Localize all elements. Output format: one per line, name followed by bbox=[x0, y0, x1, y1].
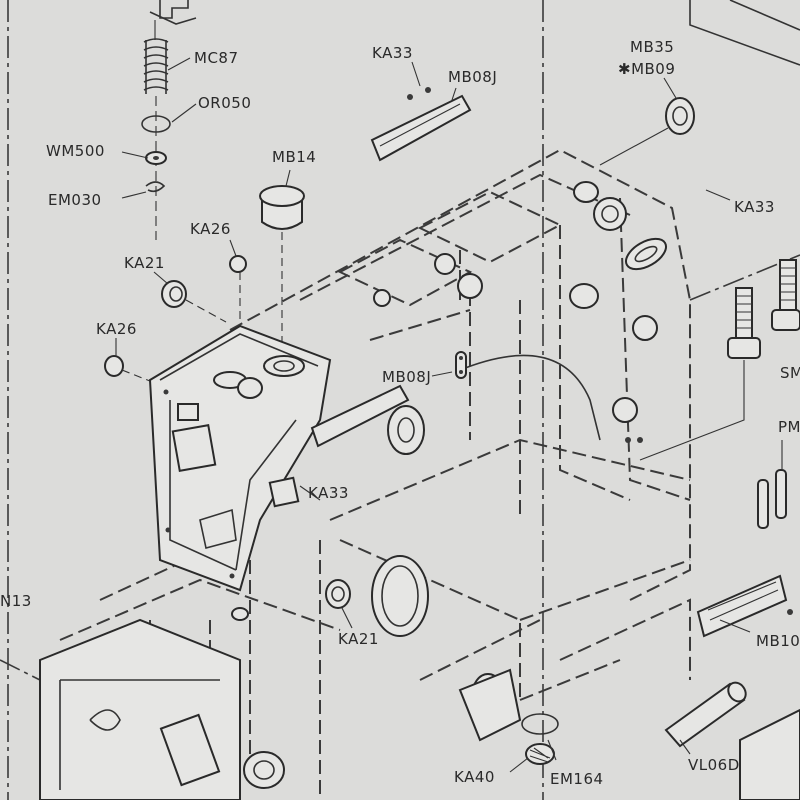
housing-bores bbox=[371, 181, 667, 637]
label-mb08j-top: MB08J bbox=[448, 68, 497, 86]
label-sm: SM bbox=[780, 364, 800, 382]
label-mc87: MC87 bbox=[194, 49, 239, 67]
label-ka33-mid: KA33 bbox=[308, 484, 349, 502]
label-mb08j-mid: MB08J bbox=[382, 368, 431, 386]
label-em030: EM030 bbox=[48, 191, 102, 209]
label-mb14: MB14 bbox=[272, 148, 316, 166]
filter-ka40 bbox=[521, 713, 559, 765]
label-ka33-top: KA33 bbox=[372, 44, 413, 62]
frame-corner-top-right bbox=[689, 0, 800, 66]
o-ring bbox=[141, 115, 171, 133]
plug-mb35 bbox=[599, 97, 695, 166]
nameplate bbox=[696, 574, 793, 638]
label-ka33-right: KA33 bbox=[734, 198, 775, 216]
label-pm: PM bbox=[778, 418, 800, 436]
label-vl06d: VL06D bbox=[688, 756, 740, 774]
centerline-bottom-left bbox=[0, 659, 41, 681]
leader-lines bbox=[115, 57, 751, 773]
label-ka21-bottom: KA21 bbox=[338, 630, 379, 648]
e-ring bbox=[145, 181, 166, 193]
spring-assembly bbox=[141, 0, 197, 240]
label-mb35: MB35 bbox=[630, 38, 674, 56]
label-wm500: WM500 bbox=[46, 142, 105, 160]
gearbox-front bbox=[148, 324, 332, 592]
label-ka40: KA40 bbox=[454, 768, 495, 786]
plug-ka21-left bbox=[161, 280, 227, 323]
plug-ka21-bottom bbox=[325, 579, 351, 609]
plate-mb08j-mid bbox=[310, 351, 467, 455]
tube-vl06d bbox=[664, 681, 747, 748]
oil-tube bbox=[459, 354, 601, 441]
label-em164: EM164 bbox=[550, 770, 604, 788]
label-mb09: ✱MB09 bbox=[618, 60, 675, 78]
label-n13: N13 bbox=[0, 592, 32, 610]
plug-ka26-left bbox=[104, 355, 161, 386]
cap-mb14 bbox=[259, 185, 305, 370]
label-ka21-left: KA21 bbox=[124, 254, 165, 272]
label-ka26-left: KA26 bbox=[96, 320, 137, 338]
base-frame bbox=[39, 607, 522, 800]
plate-mb08j-top bbox=[370, 87, 472, 162]
label-mb10: MB10 bbox=[756, 632, 800, 650]
pins bbox=[757, 440, 787, 529]
sight-glass bbox=[739, 708, 800, 800]
stud-bolts bbox=[639, 259, 800, 461]
label-ka26-top: KA26 bbox=[190, 220, 231, 238]
label-or050: OR050 bbox=[198, 94, 251, 112]
